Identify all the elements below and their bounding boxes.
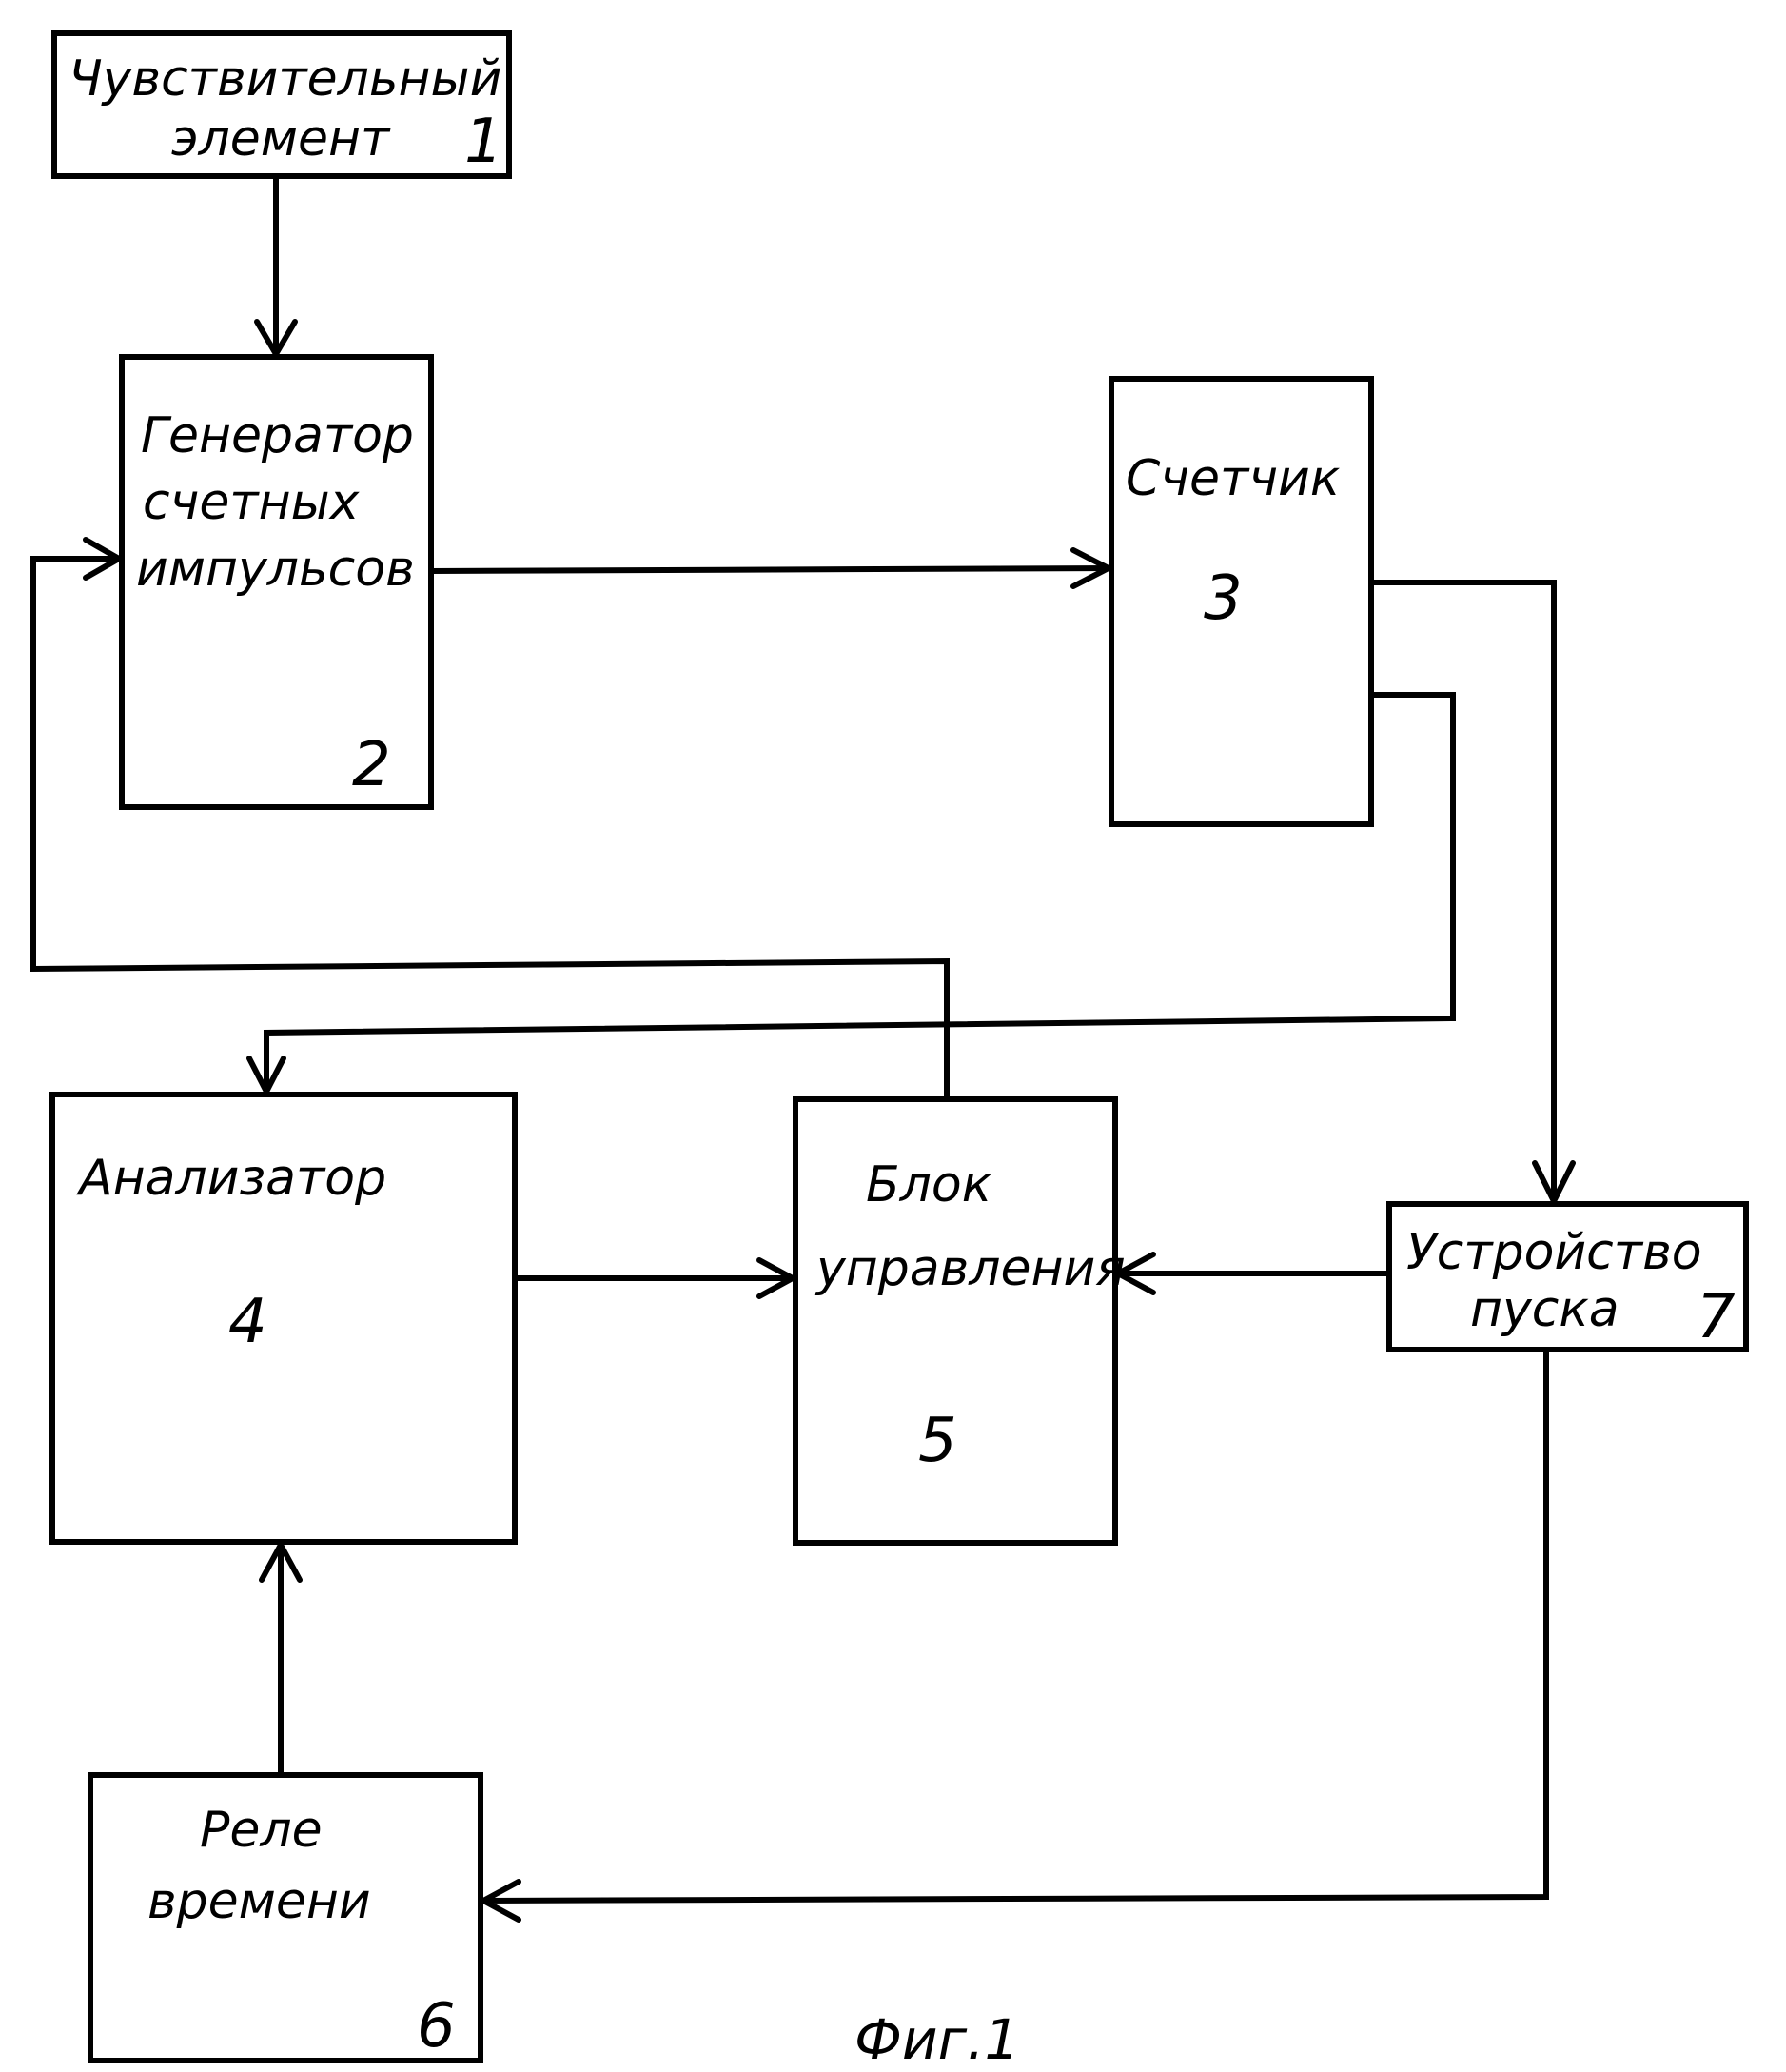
block-5-number: 5 [918, 1406, 957, 1476]
connector-4-to-5 [515, 1260, 793, 1296]
connector-1-to-2 [257, 176, 295, 354]
block-pulse-generator: Генератор счетных импульсов 2 [122, 357, 431, 807]
block-5-label-line1: Блок [866, 1156, 992, 1214]
block-2-number: 2 [352, 730, 391, 800]
connector-3-to-7 [1371, 582, 1573, 1201]
connector-7-to-5 [1118, 1254, 1389, 1293]
connector-6-to-4 [262, 1545, 300, 1775]
block-start-device: Устройство пуска 7 [1389, 1204, 1746, 1352]
block-4-label: Анализатор [76, 1150, 386, 1207]
block-time-relay: Реле времени 6 [90, 1775, 481, 2062]
block-3-number: 3 [1204, 563, 1243, 634]
block-counter: Счетчик 3 [1111, 379, 1371, 824]
block-control-unit: Блок управления 5 [795, 1099, 1126, 1543]
block-3-label: Счетчик [1126, 450, 1341, 507]
block-7-label-line2: пуска [1470, 1281, 1619, 1338]
connector-2-to-3 [431, 550, 1109, 586]
block-7-label-line1: Устройство [1406, 1224, 1702, 1281]
block-1-number: 1 [464, 107, 503, 177]
block-2-label-line3: импульсов [136, 541, 415, 598]
block-2-label-line1: Генератор [141, 407, 414, 464]
figure-caption: Фиг.1 [854, 2007, 1019, 2072]
block-6-label-line2: времени [147, 1873, 371, 1930]
block-1-label-line1: Чувствительный [69, 50, 501, 108]
block-4-number: 4 [228, 1287, 267, 1357]
block-7-number: 7 [1697, 1282, 1736, 1352]
block-2-label-line2: счетных [143, 474, 361, 531]
block-5-label-line2: управления [814, 1240, 1126, 1297]
block-6-number: 6 [417, 1991, 456, 2062]
block-analyzer: Анализатор 4 [52, 1095, 515, 1542]
block-1-label-line2: элемент [171, 110, 391, 168]
block-sensitive-element: Чувствительный элемент 1 [54, 33, 509, 177]
block-6-label-line1: Реле [200, 1802, 323, 1859]
